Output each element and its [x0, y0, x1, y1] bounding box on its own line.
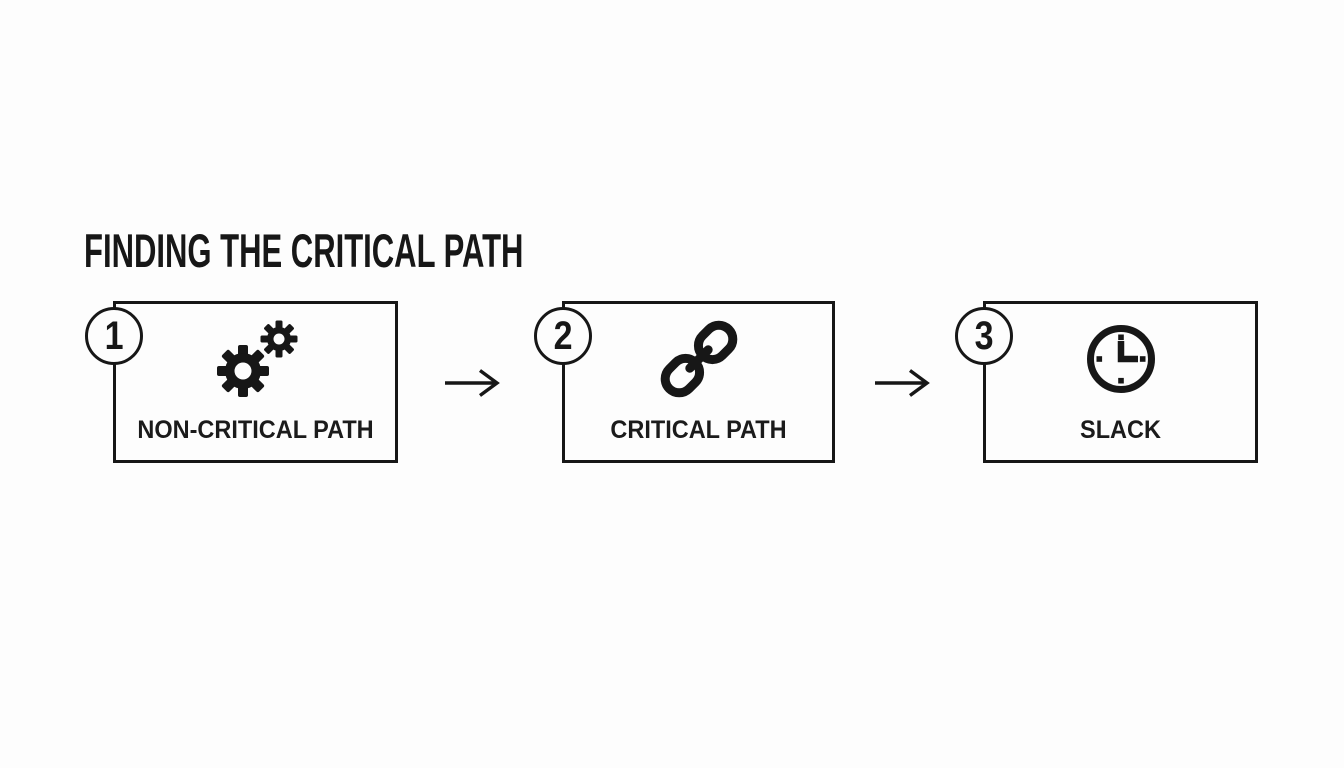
- arrow-right-icon: [875, 369, 930, 397]
- arrow-right-icon: [445, 369, 500, 397]
- step-label-slack: SLACK: [1080, 416, 1161, 444]
- step-number-badge-3: 3: [955, 307, 1013, 365]
- clock-icon: [1086, 325, 1155, 393]
- page-title: FINDING THE CRITICAL PATH: [84, 224, 524, 278]
- step-label-non-critical-path: NON-CRITICAL PATH: [137, 416, 374, 444]
- step-box-non-critical-path: 1: [85, 301, 398, 463]
- step-number-badge-2: 2: [534, 307, 592, 365]
- step-number: 1: [104, 314, 124, 358]
- step-number-badge-1: 1: [85, 307, 143, 365]
- step-box-slack: 3 SLACK: [955, 301, 1258, 463]
- chain-link-icon: [660, 320, 737, 398]
- step-number: 3: [974, 314, 994, 358]
- step-number: 2: [553, 314, 573, 358]
- step-box-critical-path: 2 CRITICAL PATH: [534, 301, 835, 463]
- step-label-critical-path: CRITICAL PATH: [610, 416, 787, 444]
- gears-icon: [216, 320, 297, 397]
